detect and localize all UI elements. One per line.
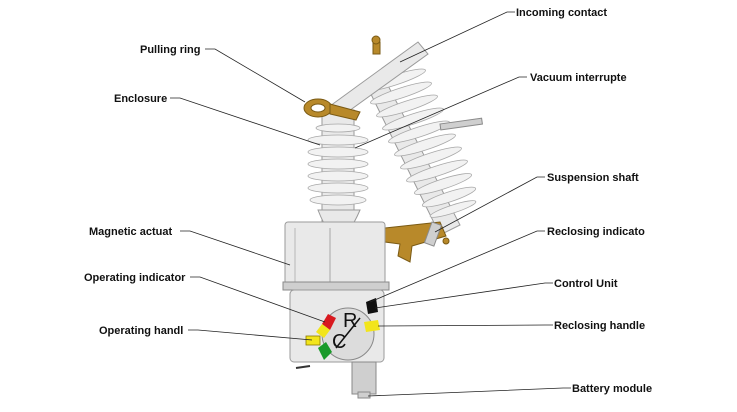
enclosure-column	[303, 98, 369, 241]
suspension-shaft	[384, 221, 450, 263]
battery-module	[351, 361, 377, 395]
label-control-unit: Control Unit	[554, 278, 618, 290]
label-operating-handle: Operating handl	[99, 325, 183, 337]
dial-letter-c: C	[332, 331, 346, 353]
reclosing-indicator-black	[366, 298, 378, 314]
label-pulling-ring: Pulling ring	[140, 44, 201, 56]
label-vacuum-interrupter: Vacuum interrupte	[530, 72, 627, 84]
operating-indicator-green	[318, 342, 332, 360]
leader-lines	[170, 11, 571, 397]
vacuum-interrupter-column	[364, 68, 483, 236]
label-reclosing-indicator: Reclosing indicato	[547, 226, 645, 238]
label-incoming-contact: Incoming contact	[516, 7, 607, 19]
operating-indicator-yellow	[316, 324, 330, 338]
label-battery-module: Battery module	[572, 383, 652, 395]
dial-letter-r: R	[343, 310, 357, 332]
operating-indicator-red	[322, 314, 336, 330]
label-magnetic-actuator: Magnetic actuat	[89, 226, 172, 238]
reclosing-handle	[364, 320, 380, 332]
main-housing: R C	[282, 221, 390, 399]
label-enclosure: Enclosure	[114, 93, 167, 105]
label-suspension-shaft: Suspension shaft	[547, 172, 639, 184]
label-operating-indicator: Operating indicator	[84, 272, 186, 284]
label-reclosing-handle: Reclosing handle	[554, 320, 645, 332]
operating-handle	[305, 335, 321, 346]
labels: Incoming contact Pulling ring Vacuum int…	[84, 7, 652, 395]
